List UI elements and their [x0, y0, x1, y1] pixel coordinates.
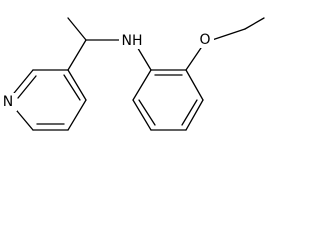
bond-methyl [67, 17, 87, 41]
bond-pyridine-6 [67, 69, 87, 101]
chemical-structure-diagram: NH O N [0, 17, 265, 131]
bond-phenyl-5 [132, 99, 152, 131]
bond-pyridine-5 [67, 99, 87, 131]
bond-ethyl-ch3 [244, 17, 265, 30]
bond-phenyl-6 [132, 69, 152, 101]
bond-pyridine-double-3 [63, 74, 81, 101]
bond-ch-pyridine [67, 39, 87, 71]
bond-pyridine-double-1 [17, 75, 37, 99]
bond-phenyl-double-3 [138, 99, 156, 126]
bond-phenyl-2 [185, 69, 204, 101]
oxygen-atom-label: O [199, 32, 210, 48]
bond-phenyl-o [185, 44, 204, 71]
nh-atom-label: NH [122, 33, 143, 49]
bond-ethyl-ch2-o [211, 28, 246, 41]
bond-phenyl-double-2 [181, 99, 198, 126]
bond-phenyl-3 [185, 99, 204, 131]
nitrogen-label-background [0, 93, 17, 111]
pyridine-nitrogen-label: N [3, 94, 13, 110]
nh-label-background [119, 31, 146, 49]
oxygen-label-background [196, 30, 214, 48]
